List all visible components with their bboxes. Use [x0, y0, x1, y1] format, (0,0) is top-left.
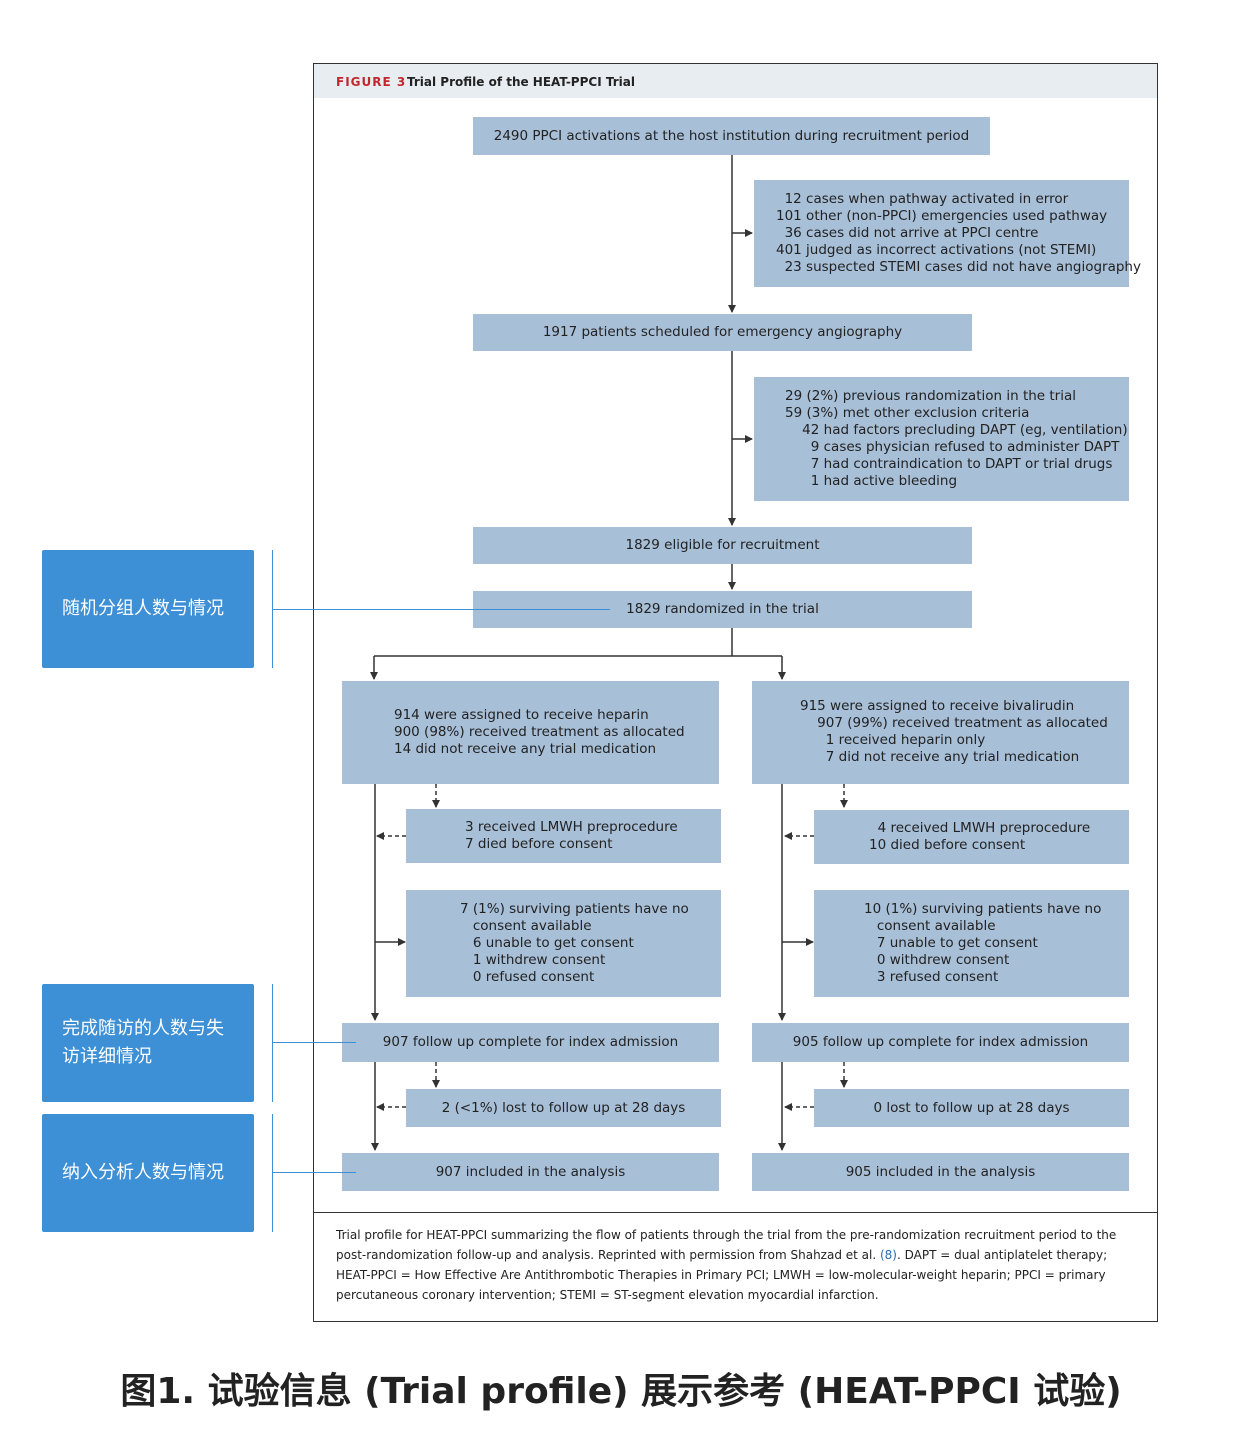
- bivalirudin-assigned-text: 915 were assigned to receive bivalirudin…: [800, 698, 1108, 765]
- annotation-analysis-connector: [272, 1172, 356, 1173]
- annotation-randomization-text: 随机分组人数与情况: [62, 598, 224, 619]
- figure-title: Trial Profile of the HEAT-PPCI Trial: [407, 75, 635, 89]
- heparin-followup-text: 907 follow up complete for index admissi…: [382, 1034, 679, 1050]
- heparin-assigned-box: 914 were assigned to receive heparin 900…: [342, 681, 719, 784]
- scheduled-box: 1917 patients scheduled for emergency an…: [473, 314, 972, 351]
- activations-text: 2490 PPCI activations at the host instit…: [493, 127, 970, 144]
- figure-label: FIGURE 3: [336, 75, 407, 89]
- heparin-consent-text: 7 (1%) surviving patients have no consen…: [460, 901, 689, 985]
- heparin-followup-box: 907 follow up complete for index admissi…: [342, 1023, 719, 1062]
- caption-text-2: . DAPT = dual antiplatelet therapy; HEAT…: [336, 1248, 1108, 1302]
- bottom-title: 图1. 试验信息 (Trial profile) 展示参考 (HEAT-PPCI…: [120, 1371, 1122, 1412]
- randomized-text: 1829 randomized in the trial: [626, 601, 819, 617]
- annotation-followup-connector: [272, 1042, 356, 1043]
- annotation-randomization: 随机分组人数与情况: [42, 550, 254, 668]
- heparin-lmwh-box: 3 received LMWH preprocedure 7 died befo…: [406, 809, 721, 863]
- bivalirudin-lost-box: 0 lost to follow up at 28 days: [814, 1089, 1129, 1127]
- bivalirudin-analysis-text: 905 included in the analysis: [845, 1163, 1036, 1180]
- bivalirudin-lost-text: 0 lost to follow up at 28 days: [873, 1099, 1070, 1116]
- bivalirudin-followup-box: 905 follow up complete for index admissi…: [752, 1023, 1129, 1062]
- eligible-box: 1829 eligible for recruitment: [473, 527, 972, 564]
- annotation-followup-bracket: [272, 984, 273, 1102]
- bivalirudin-analysis-box: 905 included in the analysis: [752, 1153, 1129, 1191]
- heparin-analysis-box: 907 included in the analysis: [342, 1153, 719, 1191]
- caption-reference-link[interactable]: (8): [879, 1248, 897, 1262]
- annotation-analysis-bracket: [272, 1114, 273, 1232]
- heparin-lost-box: 2 (<1%) lost to follow up at 28 days: [406, 1089, 721, 1127]
- figure-header: [314, 64, 1157, 98]
- scheduled-text: 1917 patients scheduled for emergency an…: [542, 324, 903, 340]
- caption-text-1: Trial profile for HEAT-PPCI summarizing …: [336, 1228, 1117, 1262]
- heparin-consent-box: 7 (1%) surviving patients have no consen…: [406, 890, 721, 997]
- figure-caption: Trial profile for HEAT-PPCI summarizing …: [336, 1225, 1141, 1305]
- bivalirudin-assigned-box: 915 were assigned to receive bivalirudin…: [752, 681, 1129, 784]
- bivalirudin-consent-box: 10 (1%) surviving patients have no conse…: [814, 890, 1129, 997]
- annotation-followup: 完成随访的人数与失访详细情况: [42, 984, 254, 1102]
- heparin-lost-text: 2 (<1%) lost to follow up at 28 days: [441, 1099, 686, 1116]
- bivalirudin-lmwh-box: 4 received LMWH preprocedure 10 died bef…: [814, 810, 1129, 864]
- bivalirudin-consent-text: 10 (1%) surviving patients have no conse…: [864, 901, 1102, 985]
- annotation-followup-text: 完成随访的人数与失访详细情况: [62, 1018, 224, 1067]
- excluded1-text: 12 cases when pathway activated in error…: [776, 191, 1141, 275]
- excluded1-box: 12 cases when pathway activated in error…: [754, 180, 1141, 287]
- heparin-lmwh-text: 3 received LMWH preprocedure 7 died befo…: [465, 819, 678, 852]
- heparin-assigned-text: 914 were assigned to receive heparin 900…: [394, 707, 685, 757]
- bivalirudin-lmwh-text: 4 received LMWH preprocedure 10 died bef…: [869, 820, 1091, 853]
- heparin-analysis-text: 907 included in the analysis: [435, 1163, 626, 1180]
- caption-divider: [314, 1212, 1157, 1213]
- annotation-analysis-text: 纳入分析人数与情况: [62, 1162, 224, 1183]
- excluded2-text: 29 (2%) previous randomization in the tr…: [785, 388, 1128, 489]
- bivalirudin-followup-text: 905 follow up complete for index admissi…: [792, 1034, 1089, 1050]
- eligible-text: 1829 eligible for recruitment: [625, 537, 820, 553]
- excluded2-box: 29 (2%) previous randomization in the tr…: [754, 377, 1129, 501]
- annotation-randomization-connector: [272, 609, 610, 610]
- activations-box: 2490 PPCI activations at the host instit…: [473, 117, 990, 155]
- annotation-analysis: 纳入分析人数与情况: [42, 1114, 254, 1232]
